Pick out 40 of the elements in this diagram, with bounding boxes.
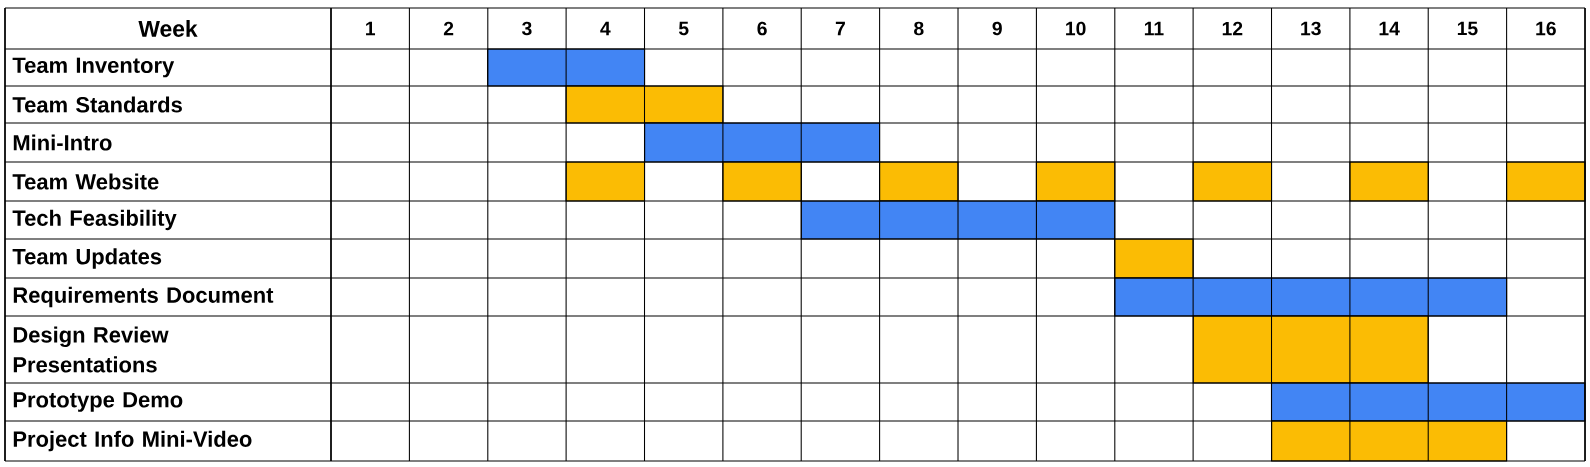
bar — [722, 161, 802, 202]
task-name: Prototype Demo — [13, 392, 183, 412]
bar — [1114, 277, 1508, 317]
week-number: 12 — [1222, 21, 1243, 36]
bar — [565, 161, 646, 202]
bar — [565, 85, 724, 124]
task-name: Requirements Document — [13, 286, 274, 308]
week-number: 13 — [1301, 21, 1321, 36]
bar — [487, 48, 646, 87]
week-number: 6 — [757, 21, 767, 36]
bar — [879, 161, 959, 202]
week-number: 14 — [1379, 21, 1400, 36]
week-number: 4 — [600, 21, 611, 36]
task-name: Team Inventory — [12, 57, 175, 78]
header-cell: Week — [138, 20, 198, 37]
bar — [1271, 420, 1508, 462]
task-name: Team Standards — [12, 96, 182, 113]
task-name: Project Info Mini-Video — [13, 430, 252, 452]
task-name: Team Updates — [12, 248, 162, 269]
bar — [800, 200, 1116, 240]
week-number: 10 — [1066, 21, 1086, 36]
task-name: Team Website — [12, 173, 159, 190]
week-number: 11 — [1144, 21, 1164, 36]
bar — [1506, 161, 1586, 202]
bar — [1270, 382, 1586, 422]
week-number: 2 — [443, 21, 454, 36]
week-number: 7 — [835, 21, 845, 36]
bar — [1192, 161, 1273, 202]
week-number: 1 — [366, 21, 375, 36]
task-name: Tech Feasibility — [12, 209, 177, 231]
week-number: 9 — [992, 21, 1002, 36]
bar — [1349, 161, 1429, 202]
task-name: Design Review Presentations — [13, 326, 169, 373]
bar — [1035, 161, 1116, 202]
week-number: 8 — [914, 21, 924, 36]
week-number: 16 — [1536, 21, 1556, 36]
bar — [1192, 315, 1429, 384]
task-name: Mini-Intro — [13, 134, 112, 151]
week-number: 15 — [1457, 21, 1478, 36]
week-number: 5 — [678, 21, 689, 36]
